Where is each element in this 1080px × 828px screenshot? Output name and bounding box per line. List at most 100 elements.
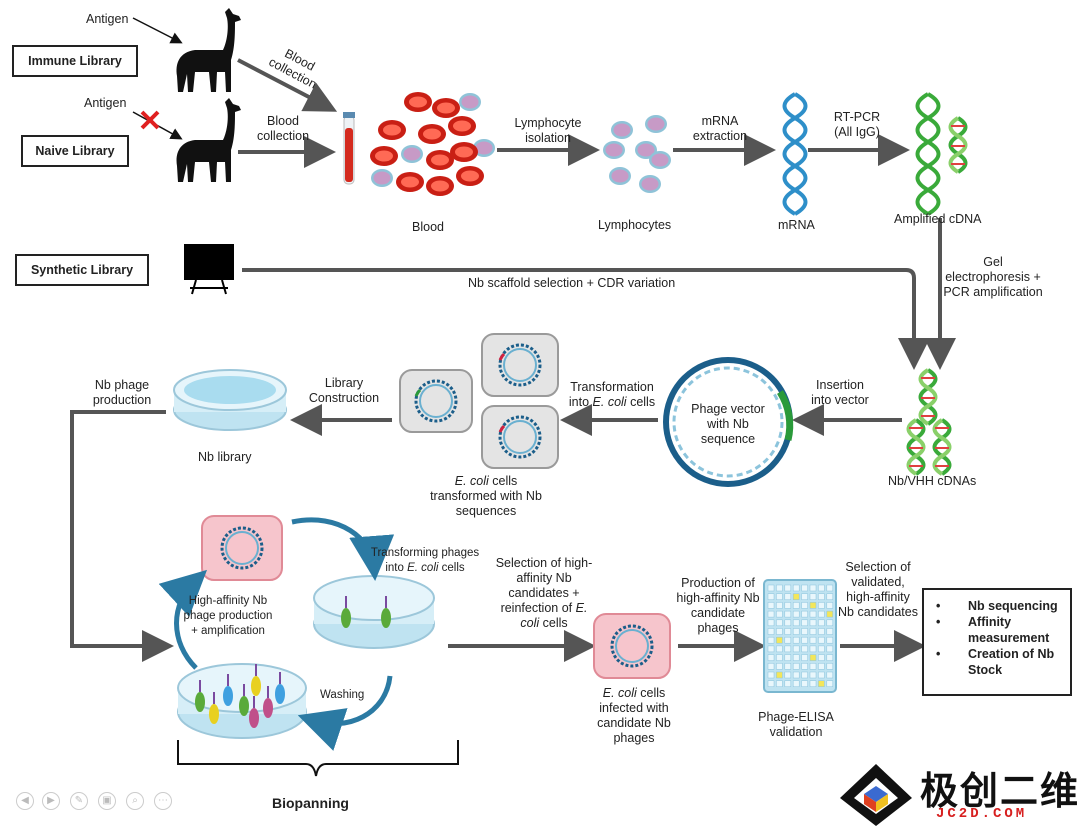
- elisa-well: [818, 584, 825, 592]
- blood-tube-icon: [343, 112, 355, 185]
- elisa-well: [776, 671, 783, 679]
- elisa-well: [818, 619, 825, 627]
- elisa-well: [784, 628, 792, 635]
- zoom-icon[interactable]: ⌕: [126, 792, 144, 810]
- elisa-well: [792, 680, 800, 687]
- elisa-well: [826, 602, 834, 609]
- antigen-label-1: Antigen: [86, 12, 129, 26]
- synthetic-library-box: Synthetic Library: [15, 254, 149, 286]
- elisa-well: [818, 680, 825, 687]
- mrna-helix-icon: [782, 92, 808, 216]
- arrow-blood-collection-1: [237, 58, 338, 112]
- ecoli-transformed-cells: cells: [488, 474, 518, 488]
- phage-infected-cell-icon: [201, 515, 283, 581]
- rt-pcr-label: RT-PCR (All IgG): [833, 110, 881, 139]
- phage-vector-icon: [663, 357, 794, 487]
- transforming-phages-cells: cells: [438, 562, 465, 574]
- scaffold-label: Nb scaffold selection + CDR variation: [468, 276, 676, 290]
- elisa-well: [767, 663, 775, 670]
- elisa-well: [826, 628, 834, 635]
- elisa-well: [776, 610, 783, 618]
- llama-icon: [176, 8, 241, 92]
- elisa-well: [767, 671, 775, 679]
- elisa-well: [792, 636, 800, 644]
- elisa-well: [784, 610, 792, 618]
- elisa-well: [809, 593, 817, 600]
- amplified-cdna-icon: [915, 92, 968, 216]
- mrna-label: mRNA: [778, 218, 815, 232]
- elisa-well: [826, 619, 834, 627]
- elisa-well: [801, 663, 808, 670]
- curved-arrow-washing: [297, 675, 393, 751]
- elisa-well: [801, 636, 808, 644]
- selection-label: Selection of high-affinity Nb candidates…: [492, 556, 596, 631]
- lymphocytes-label: Lymphocytes: [598, 218, 672, 232]
- elisa-well: [826, 584, 834, 592]
- ecoli-infected-label: E. coli cells infected with candidate Nb…: [586, 686, 682, 746]
- elisa-well: [818, 593, 825, 600]
- ecoli-infected-ecoli: E. coli: [602, 686, 637, 700]
- elisa-well: [826, 680, 834, 687]
- transforming-phages-line-1: Transforming phages: [370, 547, 480, 559]
- elisa-well: [792, 645, 800, 653]
- elisa-well: [809, 671, 817, 679]
- transforming-phages-label: Transforming phages into E. coli cells: [364, 546, 486, 576]
- transformation-into: into: [568, 395, 593, 409]
- blood-cells-icon: [370, 92, 495, 196]
- elisa-well: [792, 619, 800, 627]
- curved-arrow-transform: [291, 517, 395, 581]
- amplified-cdna-label: Amplified cDNA: [894, 212, 982, 226]
- selection-ecoli: E. coli: [520, 601, 588, 630]
- selection-cells: cells: [539, 616, 568, 630]
- phage-vector-label: Phage vector with Nb sequence: [691, 402, 765, 446]
- elisa-well: [776, 619, 783, 627]
- elisa-well: [809, 610, 817, 618]
- production-candidates-label: Production of high-affinity Nb candidate…: [676, 576, 760, 635]
- selection-line-1: Selection of high-affinity Nb candidates…: [495, 556, 593, 615]
- curved-arrow-amplification: [158, 569, 208, 670]
- elisa-well: [776, 584, 783, 592]
- nb-vhh-cdna-icon: [906, 368, 952, 476]
- elisa-well: [784, 663, 792, 670]
- elisa-well: [784, 584, 792, 592]
- naive-library-box: Naive Library: [21, 135, 129, 167]
- ecoli-transformed-line-2: transformed with Nb: [430, 489, 542, 503]
- elisa-well: [767, 628, 775, 635]
- nb-phage-production-label: Nb phage production: [92, 378, 152, 407]
- elisa-well: [818, 645, 825, 653]
- elisa-well: [767, 654, 775, 661]
- high-affinity-production-label: High-affinity Nb phage production + ampl…: [183, 595, 273, 637]
- immune-library-box: Immune Library: [12, 45, 138, 77]
- elisa-well: [784, 619, 792, 627]
- blood-label: Blood: [412, 220, 444, 234]
- elisa-well: [809, 654, 817, 661]
- elisa-well: [826, 645, 834, 653]
- elisa-well: [826, 654, 834, 661]
- antigen-label-2: Antigen: [84, 96, 127, 110]
- elisa-well: [818, 628, 825, 635]
- prev-icon[interactable]: ◀: [16, 792, 34, 810]
- pen-icon[interactable]: ✎: [70, 792, 88, 810]
- result-item-sequencing: Nb sequencing: [932, 598, 1064, 614]
- gel-electrophoresis-label: Gel electrophoresis + PCR amplification: [943, 255, 1043, 299]
- elisa-well: [818, 663, 825, 670]
- elisa-well: [792, 602, 800, 609]
- elisa-well: [792, 654, 800, 661]
- elisa-well: [809, 584, 817, 592]
- copy-icon[interactable]: ▣: [98, 792, 116, 810]
- watermark-en: JC2D.COM: [936, 806, 1028, 822]
- elisa-well: [801, 602, 808, 609]
- washing-label: Washing: [320, 689, 365, 701]
- nb-library-dish-icon: [173, 369, 287, 431]
- mrna-extraction-label: mRNA extraction: [692, 114, 748, 143]
- elisa-well: [784, 671, 792, 679]
- watermark-cn: 极创二维: [920, 771, 1080, 813]
- more-icon[interactable]: ⋯: [154, 792, 172, 810]
- next-icon[interactable]: ▶: [42, 792, 60, 810]
- elisa-well: [776, 663, 783, 670]
- result-item-stock: Creation of Nb Stock: [932, 646, 1064, 678]
- transformation-cells: cells: [626, 395, 656, 409]
- elisa-well: [776, 628, 783, 635]
